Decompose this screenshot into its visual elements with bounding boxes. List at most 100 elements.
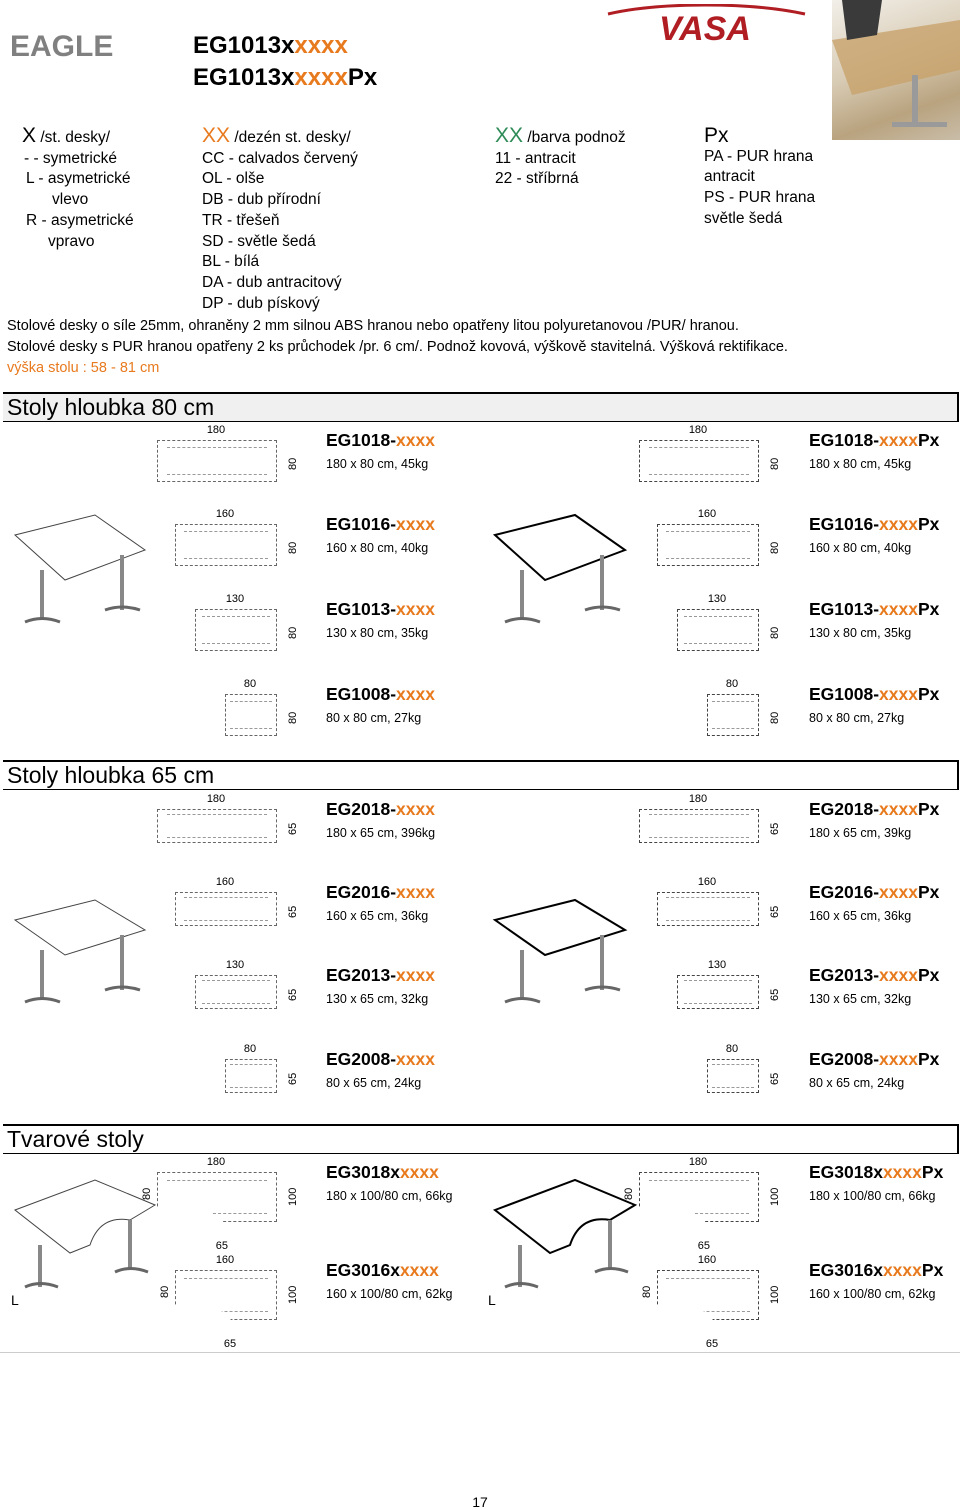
- dimension-depth: 65: [287, 1072, 299, 1085]
- product-description: 160 x 100/80 cm, 62kg: [326, 1287, 453, 1301]
- product-description: 160 x 80 cm, 40kg: [326, 541, 429, 555]
- dimension-width: 160: [215, 508, 235, 520]
- dimension-width-2: 65: [223, 1338, 237, 1350]
- dimension-width-2: 65: [705, 1338, 719, 1350]
- legend-base-color: XX /barva podnož 11 - antracit 22 - stří…: [495, 124, 626, 188]
- dimension-width: 80: [243, 1043, 257, 1055]
- dimension-depth: 80: [287, 457, 299, 470]
- legend-px: Px PA - PUR hrana antracit PS - PUR hran…: [704, 124, 816, 227]
- dimension-depth-2: 80: [641, 1285, 653, 1298]
- dimension-depth: 80: [769, 626, 781, 639]
- desk-illustration-px-icon: [492, 513, 628, 624]
- product-description: 180 x 65 cm, 39kg: [809, 826, 912, 840]
- dimension-depth: 65: [769, 822, 781, 835]
- product-description: 130 x 80 cm, 35kg: [809, 626, 912, 640]
- product-description: 180 x 100/80 cm, 66kg: [326, 1189, 453, 1203]
- product-code: EG3016xxxxx: [326, 1260, 439, 1280]
- dimension-width: 160: [697, 876, 717, 888]
- dimension-depth: 65: [769, 988, 781, 1001]
- desk-65-illustration-px-icon: [492, 898, 628, 1004]
- desk-plan-drawing: [677, 609, 759, 651]
- dimension-width: 180: [688, 1156, 708, 1168]
- product-description: 160 x 100/80 cm, 62kg: [809, 1287, 936, 1301]
- svg-text:VASA: VASA: [659, 10, 751, 46]
- desk-plan-drawing: [175, 892, 277, 926]
- product-code: EG1016-xxxxPx: [809, 514, 940, 534]
- legend-decor: XX /dezén st. desky/ CC - calvados červe…: [202, 124, 358, 312]
- product-code: EG1018-xxxx: [326, 430, 435, 450]
- note-line-1: Stolové desky o síle 25mm, ohraněny 2 mm…: [7, 318, 739, 334]
- desk-plan-drawing: [707, 694, 759, 736]
- product-code: EG3018xxxxx: [326, 1162, 439, 1182]
- side-label: L: [488, 1292, 496, 1308]
- section-shaped: Tvarové stoly: [3, 1124, 959, 1154]
- dimension-depth: 80: [287, 541, 299, 554]
- side-label: L: [11, 1292, 19, 1308]
- desk-plan-drawing: [157, 809, 277, 843]
- product-description: 130 x 65 cm, 32kg: [326, 992, 429, 1006]
- product-description: 180 x 80 cm, 45kg: [809, 457, 912, 471]
- dimension-depth-2: 80: [159, 1285, 171, 1298]
- desk-plan-drawing: [677, 975, 759, 1009]
- legend-x: X /st. desky/ - - symetrické L - asymetr…: [22, 124, 134, 250]
- dimension-depth: 80: [287, 626, 299, 639]
- dimension-depth: 80: [287, 711, 299, 724]
- desk-illustration-icon: [13, 514, 147, 624]
- desk-plan-drawing: [639, 809, 759, 843]
- series-name: EAGLE: [10, 30, 114, 63]
- note-line-2: Stolové desky s PUR hranou opatřeny 2 ks…: [7, 339, 788, 355]
- dimension-depth: 100: [769, 1187, 781, 1206]
- desk-65-illustration-icon: [13, 899, 147, 1004]
- dimension-depth-2: 80: [141, 1187, 153, 1200]
- dimension-depth: 100: [287, 1187, 299, 1206]
- vasa-logo: VASA: [607, 4, 806, 46]
- desk-plan-drawing: [657, 892, 759, 926]
- product-code: EG1013-xxxxPx: [809, 599, 940, 619]
- dimension-depth: 100: [287, 1285, 299, 1304]
- product-description: 180 x 100/80 cm, 66kg: [809, 1189, 936, 1203]
- dimension-depth: 80: [769, 711, 781, 724]
- desk-photo-icon: [832, 0, 960, 127]
- dimension-width: 130: [707, 593, 727, 605]
- product-description: 180 x 65 cm, 396kg: [326, 826, 436, 840]
- dimension-width: 130: [707, 959, 727, 971]
- product-description: 130 x 80 cm, 35kg: [326, 626, 429, 640]
- desk-plan-drawing: [657, 1270, 759, 1320]
- dimension-width: 130: [225, 959, 245, 971]
- product-code: EG1013-xxxx: [326, 599, 435, 619]
- dimension-depth: 65: [769, 905, 781, 918]
- desk-plan-drawing: [175, 524, 277, 566]
- dimension-width-2: 65: [697, 1240, 711, 1252]
- dimension-width: 160: [697, 508, 717, 520]
- dimension-depth-2: 80: [623, 1187, 635, 1200]
- dimension-width: 160: [697, 1254, 717, 1266]
- dimension-width: 130: [225, 593, 245, 605]
- dimension-width: 180: [688, 793, 708, 805]
- section-depth-65: Stoly hloubka 65 cm: [3, 760, 959, 790]
- product-code: EG2016-xxxx: [326, 882, 435, 902]
- product-description: 80 x 80 cm, 27kg: [326, 711, 422, 725]
- dimension-width-2: 65: [215, 1240, 229, 1252]
- desk-plan-drawing: [225, 694, 277, 736]
- product-code: EG3018xxxxxPx: [809, 1162, 944, 1182]
- product-code: EG2018-xxxx: [326, 799, 435, 819]
- desk-plan-drawing: [157, 1172, 277, 1222]
- product-code-1: EG1013xxxxx: [193, 32, 348, 59]
- dimension-depth: 65: [287, 988, 299, 1001]
- desk-plan-drawing: [175, 1270, 277, 1320]
- product-description: 180 x 80 cm, 45kg: [326, 457, 429, 471]
- product-code: EG2018-xxxxPx: [809, 799, 940, 819]
- dimension-width: 180: [206, 1156, 226, 1168]
- shaped-desk-illustration-icon: [13, 1179, 157, 1289]
- product-code: EG2013-xxxx: [326, 965, 435, 985]
- dimension-width: 180: [688, 424, 708, 436]
- product-description: 80 x 80 cm, 27kg: [809, 711, 905, 725]
- dimension-width: 80: [725, 678, 739, 690]
- section-depth-80: Stoly hloubka 80 cm: [3, 392, 959, 422]
- desk-plan-drawing: [639, 440, 759, 482]
- product-description: 80 x 65 cm, 24kg: [809, 1076, 905, 1090]
- divider: [0, 1352, 960, 1353]
- product-description: 160 x 65 cm, 36kg: [326, 909, 429, 923]
- product-code: EG3016xxxxxPx: [809, 1260, 944, 1280]
- shaped-desk-illustration-px-icon: [492, 1178, 638, 1289]
